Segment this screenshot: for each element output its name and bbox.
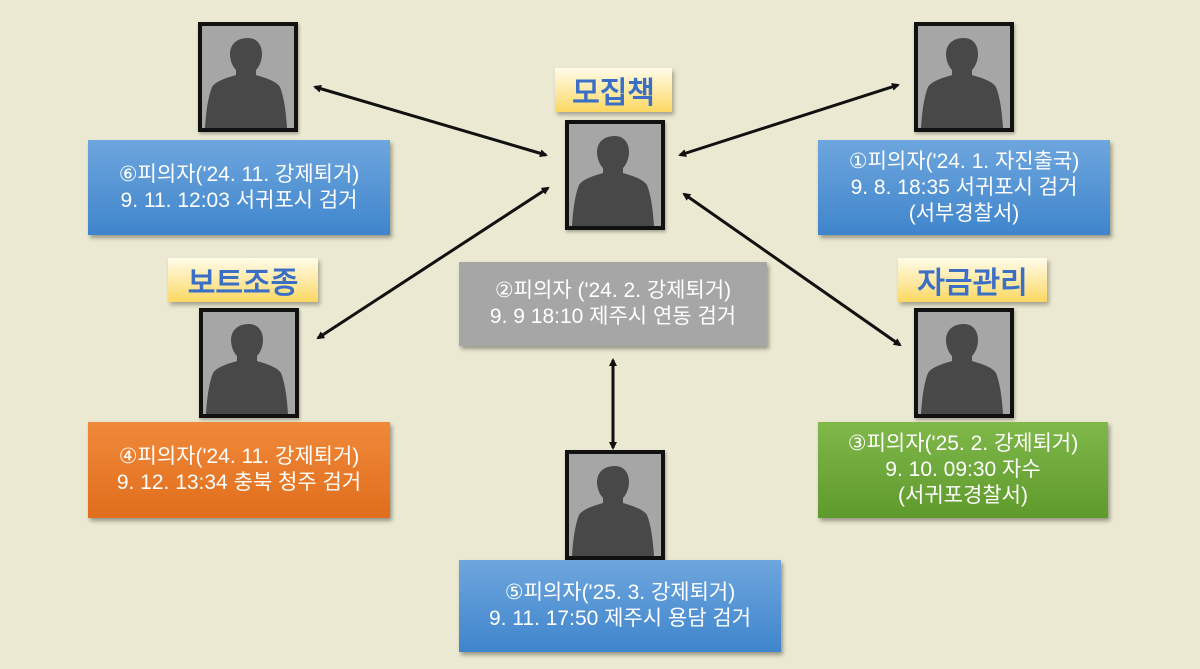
suspect1-line2: 9. 8. 18:35 서귀포시 검거 xyxy=(850,175,1078,199)
suspect5-line1: ⑤피의자('25. 3. 강제퇴거) xyxy=(504,581,736,604)
person-silhouette-icon xyxy=(921,38,1003,128)
suspect3-line1: ③피의자('25. 2. 강제퇴거) xyxy=(847,432,1079,455)
person-silhouette-icon xyxy=(572,136,654,226)
suspect5-line2: 9. 11. 17:50 제주시 용담 검거 xyxy=(488,607,752,630)
arrow-recruiter-suspect3 xyxy=(682,192,902,347)
arrow-recruiter-suspect6 xyxy=(313,84,548,158)
arrow-recruiter-suspect1 xyxy=(678,83,900,157)
suspect5-box: ⑤피의자('25. 3. 강제퇴거) 9. 11. 17:50 제주시 용담 검… xyxy=(459,560,781,652)
suspect3-photo xyxy=(914,308,1014,418)
suspect6-box: ⑥피의자('24. 11. 강제퇴거) 9. 11. 12:03 서귀포시 검거 xyxy=(88,140,390,235)
suspect5-photo xyxy=(565,450,665,560)
person-silhouette-icon xyxy=(921,324,1003,414)
suspect6-photo xyxy=(198,22,298,132)
arrow-recruiter-suspect4 xyxy=(316,186,550,340)
suspect4-photo xyxy=(199,308,299,418)
suspect6-line1: ⑥피의자('24. 11. 강제퇴거) xyxy=(118,162,360,186)
suspect1-line3: (서부경찰서) xyxy=(908,201,1020,225)
suspect6-line2: 9. 11. 12:03 서귀포시 검거 xyxy=(120,188,358,212)
suspect1-box: ①피의자('24. 1. 자진출국) 9. 8. 18:35 서귀포시 검거 (… xyxy=(818,140,1110,235)
suspect4-line2: 9. 12. 13:34 충북 청주 검거 xyxy=(116,471,362,494)
suspect2-line2: 9. 9 18:10 제주시 연동 검거 xyxy=(489,305,737,328)
suspect1-line1: ①피의자('24. 1. 자진출국) xyxy=(848,149,1080,173)
suspect2-box: ②피의자 ('24. 2. 강제퇴거) 9. 9 18:10 제주시 연동 검거 xyxy=(459,262,767,346)
suspect3-box: ③피의자('25. 2. 강제퇴거) 9. 10. 09:30 자수 (서귀포경… xyxy=(818,422,1108,518)
person-silhouette-icon xyxy=(572,466,654,556)
recruiter-photo xyxy=(565,120,665,230)
person-silhouette-icon xyxy=(205,38,287,128)
suspect2-line1: ②피의자 ('24. 2. 강제퇴거) xyxy=(494,279,732,302)
suspect3-line3: (서귀포경찰서) xyxy=(898,484,1028,507)
role-label-fund-manager: 자금관리 xyxy=(898,258,1047,302)
role-label-recruiter: 모집책 xyxy=(555,68,672,112)
suspect3-line2: 9. 10. 09:30 자수 xyxy=(885,458,1041,481)
role-label-boat-operator: 보트조종 xyxy=(168,258,318,302)
suspect4-box: ④피의자('24. 11. 강제퇴거) 9. 12. 13:34 충북 청주 검… xyxy=(88,422,390,518)
suspect1-photo xyxy=(914,22,1014,132)
person-silhouette-icon xyxy=(206,324,288,414)
suspect4-line1: ④피의자('24. 11. 강제퇴거) xyxy=(118,445,360,468)
